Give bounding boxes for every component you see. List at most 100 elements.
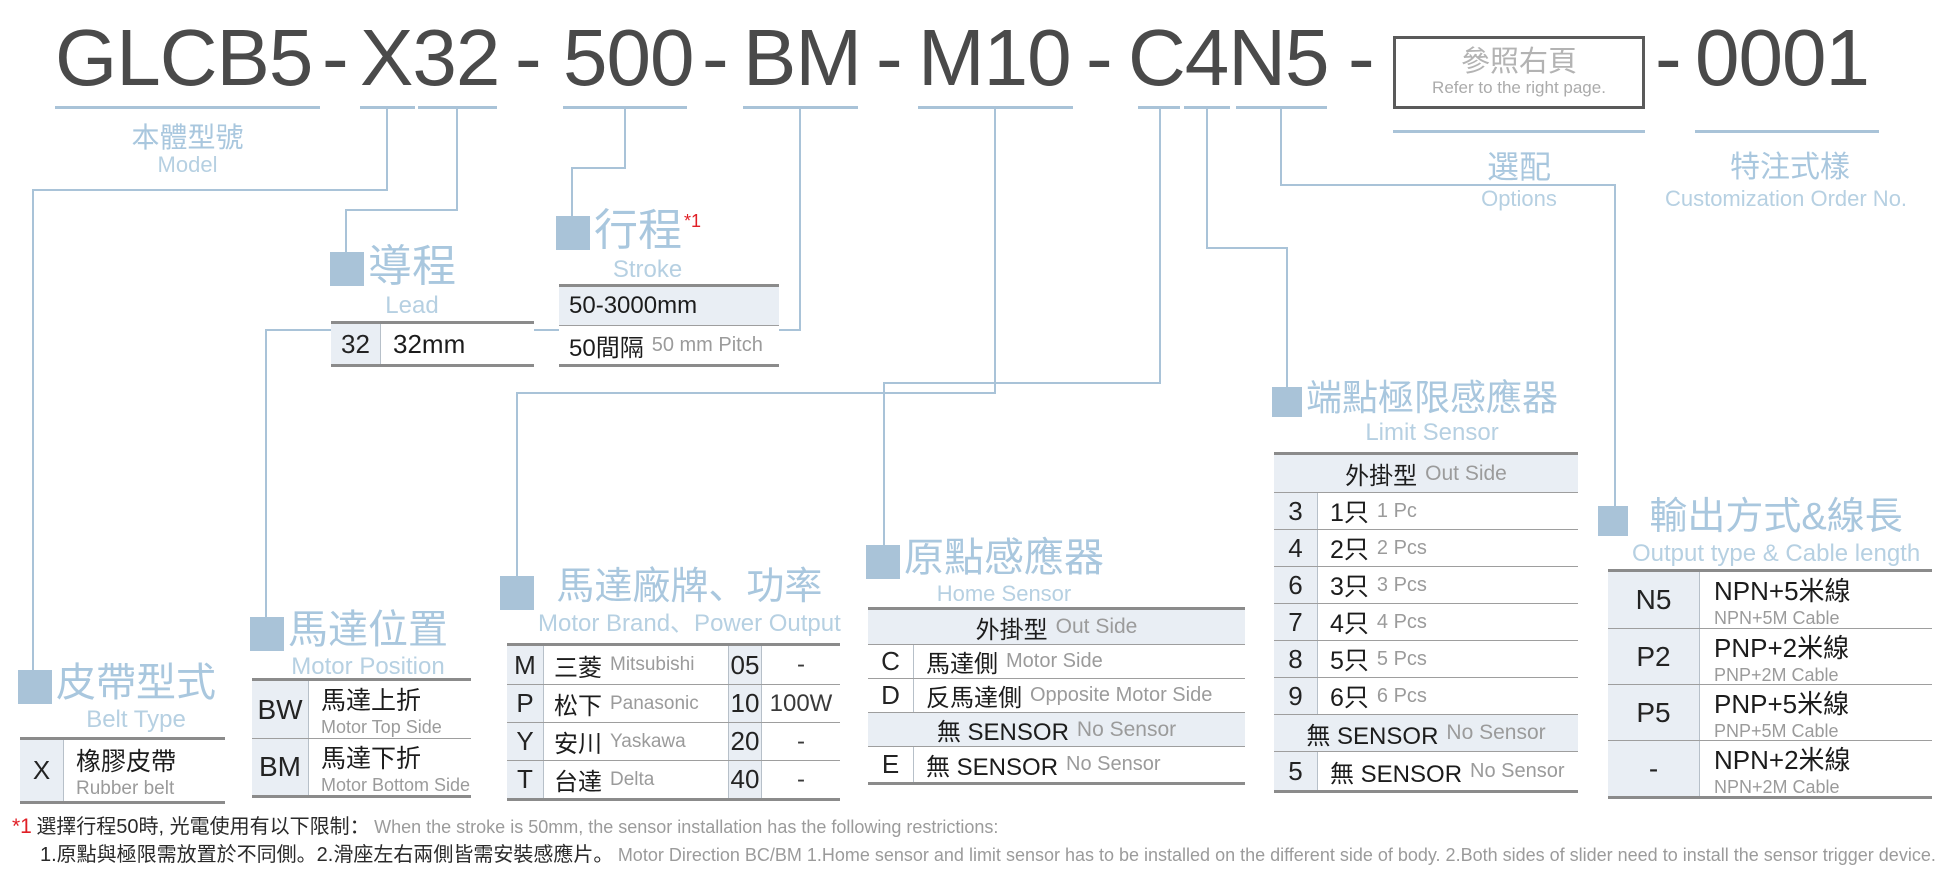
section-output-header: 輸出方式&線長 Output type & Cable length [1598, 496, 1920, 569]
options-label-zh: 選配 [1486, 149, 1551, 185]
group-header-row: 外掛型 Out Side [1274, 455, 1578, 492]
desc-zh: 3只 [1330, 573, 1369, 601]
code-cell: Y [507, 723, 544, 760]
section-lead-header: 導程 Lead [330, 242, 456, 321]
underline-lead [418, 106, 497, 109]
group-header-row: 無 SENSOR No Sensor [1274, 714, 1578, 751]
power-code-cell: 10 [728, 685, 762, 722]
brand-en: Delta [610, 768, 655, 790]
power-cell: - [797, 727, 805, 755]
value-cell: 32mm [393, 328, 466, 359]
group-header-row: 無 SENSOR No Sensor [868, 712, 1245, 746]
desc-en: NPN+5M Cable [1714, 608, 1840, 628]
stroke-range: 50-3000mm [569, 292, 698, 319]
model-code-motor-brand: M10 [918, 13, 1072, 102]
table-row: D 反馬達側 Opposite Motor Side [868, 678, 1245, 712]
section-title: 原點感應器 [904, 536, 1104, 580]
code-cell: 6 [1274, 567, 1318, 603]
section-subtitle: Stroke [612, 256, 683, 284]
power-cell: - [797, 765, 805, 793]
underline-belt [360, 106, 415, 109]
stroke-pitch-en: 50 mm Pitch [651, 333, 763, 356]
desc-zh: 馬達側 [926, 651, 998, 678]
desc-zh: PNP+5米線 [1714, 688, 1850, 719]
code-cell: BW [252, 681, 309, 738]
section-subtitle: Motor Position [291, 653, 445, 680]
brand-zh: 松下 [554, 693, 602, 720]
section-marker-icon [1272, 387, 1302, 417]
code-cell: 8 [1274, 641, 1318, 677]
table-row: E 無 SENSOR No Sensor [868, 746, 1245, 782]
table-row: M 三菱 Mitsubishi 05 - [507, 646, 840, 684]
underline-stroke [563, 106, 687, 109]
code-cell: C [868, 645, 914, 678]
table-row: P 松下 Panasonic 10 100W [507, 684, 840, 722]
stroke-table: 50-3000mm 50間隔 50 mm Pitch [559, 284, 779, 367]
dash: - [1086, 13, 1113, 102]
section-title: 導程 [368, 242, 456, 291]
desc-en: 5 Pcs [1376, 647, 1427, 670]
underline-limit-sensor [1184, 106, 1230, 109]
group-header-en: No Sensor [1076, 717, 1177, 741]
table-row: - NPN+2米線 NPN+2M Cable [1608, 740, 1932, 797]
section-marker-icon [556, 216, 590, 250]
section-subtitle: Lead [385, 292, 439, 320]
desc-zh: NPN+2米線 [1714, 744, 1851, 775]
dash: - [515, 13, 542, 102]
section-subtitle: Belt Type [86, 706, 186, 733]
section-subtitle: Limit Sensor [1365, 418, 1499, 446]
section-title: 輸出方式&線長 [1649, 496, 1903, 538]
desc-en: Motor Bottom Side [321, 774, 471, 795]
desc-zh: 6只 [1330, 684, 1369, 712]
footnote-zh: 1.原點與極限需放置於不同側。2.滑座左右兩側皆需安裝感應片。 [40, 844, 614, 866]
underline-serial [1695, 130, 1879, 133]
options-reference-box: 參照右頁 Refer to the right page. [1393, 36, 1645, 109]
section-marker-icon [330, 252, 364, 286]
footnote-en: Motor Direction BC/BM 1.Home sensor and … [617, 845, 1936, 865]
section-title: 馬達位置 [288, 608, 448, 652]
section-marker-icon [250, 617, 284, 651]
table-row: P5 PNP+5米線 PNP+5M Cable [1608, 684, 1932, 741]
table-row: 50-3000mm [559, 287, 779, 325]
section-title: 馬達廠牌、功率 [556, 566, 823, 608]
code-cell: P5 [1608, 685, 1700, 740]
motor-brand-table: M 三菱 Mitsubishi 05 - P 松下 Panasonic 10 1… [507, 643, 840, 801]
section-subtitle: Motor Brand、Power Output [538, 609, 841, 637]
serial-number: 0001 [1695, 13, 1870, 102]
section-home-sensor-header: 原點感應器 Home Sensor [866, 537, 1104, 607]
desc-en: PNP+2M Cable [1714, 664, 1839, 685]
table-row: P2 PNP+2米線 PNP+2M Cable [1608, 628, 1932, 685]
dash: - [702, 13, 729, 102]
code-cell: E [868, 747, 914, 782]
underline-motor-pos [743, 106, 858, 109]
desc-zh: 1只 [1330, 499, 1369, 527]
model-code-body: GLCB5 [55, 13, 313, 102]
desc-en: Opposite Motor Side [1030, 684, 1213, 706]
footnote-line-2: 1.原點與極限需放置於不同側。2.滑座左右兩側皆需安裝感應片。 Motor Di… [40, 838, 1936, 867]
customization-label-en: Customization Order No. [1664, 186, 1908, 211]
table-row: T 台達 Delta 40 - [507, 760, 840, 798]
brand-en: Mitsubishi [610, 654, 695, 675]
desc-zh: 5只 [1330, 647, 1369, 675]
group-header-en: Out Side [1055, 615, 1138, 638]
footnote-en: When the stroke is 50mm, the sensor inst… [374, 817, 999, 837]
section-stroke-header: 行程*1 Stroke [556, 207, 701, 285]
brand-en: Yaskawa [610, 730, 686, 752]
group-header-zh: 無 SENSOR [936, 719, 1069, 746]
code-cell: D [868, 679, 914, 712]
table-row: BM 馬達下折 Motor Bottom Side [252, 738, 471, 795]
brand-zh: 三菱 [554, 654, 602, 682]
section-subtitle: Home Sensor [936, 581, 1072, 606]
code-cell: M [507, 646, 544, 684]
power-code-cell: 40 [728, 761, 762, 798]
model-label-zh: 本體型號 [131, 122, 244, 153]
power-cell: - [797, 651, 805, 678]
underline-home-sensor [1138, 106, 1180, 109]
desc-zh: 橡膠皮帶 [76, 747, 177, 776]
